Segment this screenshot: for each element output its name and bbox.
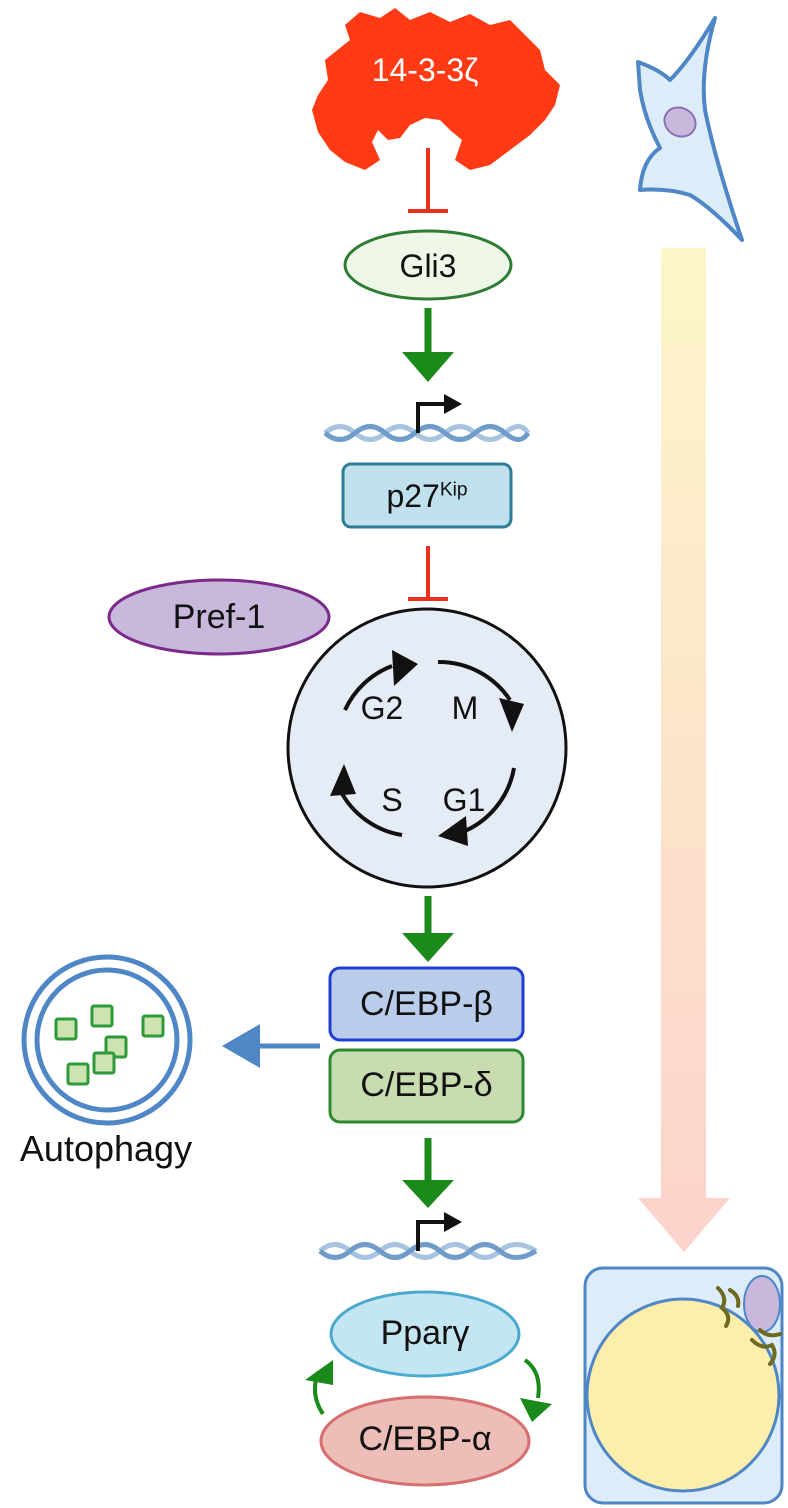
activate-arrowhead-2	[402, 933, 454, 962]
pref1-label: Pref-1	[172, 598, 266, 636]
autophagosome-icon	[21, 954, 193, 1126]
cebp-beta-node	[328, 966, 525, 1042]
activate-arrowhead-3	[402, 1180, 454, 1208]
p27kip-label: p27Kip	[343, 478, 511, 515]
pparg-label: Pparγ	[380, 1314, 470, 1352]
adipocyte-cell-icon	[583, 1266, 784, 1505]
protein-14-3-3-zeta-shape	[312, 8, 560, 170]
dna-helix-2	[318, 1242, 538, 1260]
phase-g2-label: G2	[360, 690, 404, 726]
p27kip-node	[341, 462, 513, 529]
cebp-alpha-label: C/EBP-α	[358, 1420, 492, 1458]
cell-cycle-arrows-icon	[338, 659, 516, 837]
gli3-label: Gli3	[399, 248, 457, 284]
dna-helix-1	[323, 424, 531, 442]
cebp-beta-label: C/EBP-β	[360, 985, 493, 1023]
phase-m-label: M	[451, 690, 479, 726]
feedback-loop-arrows	[305, 1358, 552, 1422]
pref1-node	[107, 578, 331, 656]
phase-g1-label: G1	[442, 782, 486, 818]
activate-arrowhead-1	[402, 352, 454, 382]
cell-cycle-circle	[286, 607, 568, 889]
cebp-delta-node	[328, 1048, 525, 1124]
protein-14-3-3-zeta-label: 14-3-3ζ	[371, 52, 479, 88]
cebp-alpha-node	[319, 1395, 531, 1487]
cell-cycle-arrowheads	[330, 650, 524, 846]
differentiation-arrow-shaft	[661, 248, 706, 1200]
autophagy-arrowhead	[222, 1024, 260, 1068]
promoter-arrow-1-icon	[416, 394, 462, 433]
pparg-node	[329, 1290, 521, 1378]
promoter-arrow-2-icon	[416, 1212, 462, 1251]
differentiation-arrowhead	[638, 1198, 730, 1252]
phase-s-label: S	[381, 782, 403, 818]
p27-base-text: p27	[386, 478, 440, 514]
cebp-delta-label: C/EBP-δ	[360, 1066, 493, 1104]
p27-sup-text: Kip	[439, 479, 468, 501]
autophagy-label: Autophagy	[19, 1128, 193, 1169]
gli3-node	[343, 229, 513, 301]
preadipocyte-cell-icon	[636, 16, 744, 242]
